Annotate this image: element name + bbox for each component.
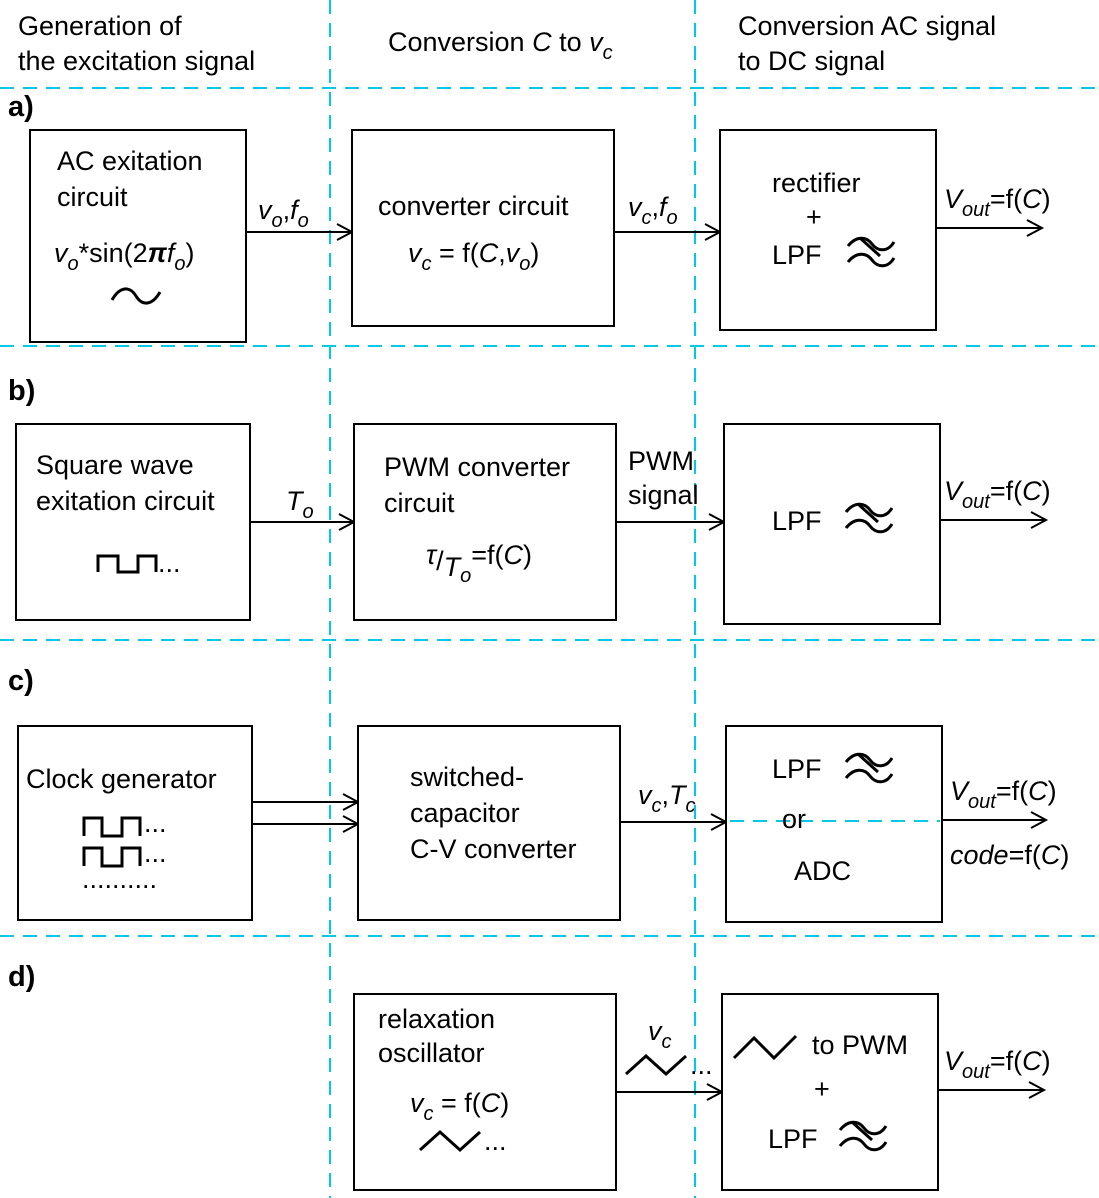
col1-header-line1: Generation of <box>18 11 182 41</box>
converter-circuit-box <box>351 129 615 327</box>
clock-generator-label: Clock generator <box>26 764 217 794</box>
switched-capacitor-line3: C-V converter <box>410 834 577 864</box>
lowpass-filter-icon <box>838 1120 888 1152</box>
to-pwm-label: to PWM <box>812 1030 908 1060</box>
square-wave-line2: exitation circuit <box>36 486 215 516</box>
to-pwm-lpf-box <box>721 993 939 1191</box>
clock-generator-box <box>17 725 253 921</box>
section-label-a: a) <box>8 91 34 123</box>
relaxation-line2: oscillator <box>378 1038 485 1068</box>
pwm-converter-line2: circuit <box>384 488 455 518</box>
relaxation-line1: relaxation <box>378 1004 495 1034</box>
triangle-wave-ellipsis: ... <box>484 1126 507 1156</box>
clock-phase2-ellipsis: ... <box>144 838 167 868</box>
clock-more-phases-dots: .......... <box>82 864 157 894</box>
rectifier-label: rectifier <box>772 168 861 198</box>
ac-excitation-box <box>29 129 247 343</box>
output-label-c: Vout=f(C) <box>950 776 1057 813</box>
row-b: Square wave exitation circuit ... To PWM… <box>15 423 1051 625</box>
clock-phase1-icon <box>82 816 142 838</box>
ac-excitation-formula: vo*sin(2πfo) <box>54 238 195 275</box>
arrow-d2-ellipsis: ... <box>690 1050 713 1080</box>
lpf-label-d: LPF <box>768 1124 818 1154</box>
row-a: AC exitation circuit vo*sin(2πfo) vo,fo … <box>29 129 1051 343</box>
triangle-wave-icon <box>732 1034 798 1061</box>
output-arrow-b-head <box>1030 511 1049 529</box>
output-arrow-d-head <box>1028 1081 1047 1099</box>
lpf-adc-box <box>725 725 943 923</box>
adc-label-c: ADC <box>794 856 851 886</box>
converter-circuit-formula: vc = f(C,vo) <box>408 238 539 275</box>
arrow-a2-label: vc,fo <box>628 192 678 229</box>
arrow-d2-label: vc <box>648 1016 672 1053</box>
column-headers: Generation of the excitation signal Conv… <box>18 11 996 76</box>
lowpass-filter-icon <box>844 502 894 534</box>
switched-capacitor-line1: switched- <box>410 762 524 792</box>
section-label-d: d) <box>8 961 35 993</box>
pwm-signal-line1: PWM <box>628 446 694 476</box>
square-wave-line1: Square wave <box>36 450 194 480</box>
arrow-c2-label: vc,Tc <box>638 780 696 817</box>
rectifier-lpf-label: LPF <box>772 240 822 270</box>
ac-excitation-line1: AC exitation <box>57 146 203 176</box>
triangle-wave-icon <box>418 1129 482 1153</box>
col3-header-line1: Conversion AC signal <box>738 11 996 41</box>
switched-capacitor-box <box>357 725 621 921</box>
to-pwm-plus: + <box>814 1074 830 1104</box>
clock-phase2-icon <box>82 846 142 868</box>
switched-capacitor-line2: capacitor <box>410 798 520 828</box>
rectifier-plus: + <box>806 202 822 232</box>
section-label-c: c) <box>8 665 34 697</box>
pwm-signal-line2: signal <box>628 480 699 510</box>
col1-header-line2: the excitation signal <box>18 46 255 76</box>
code-output-label-c: code=f(C) <box>950 840 1069 870</box>
output-label-b: Vout=f(C) <box>944 476 1051 513</box>
square-wave-icon <box>96 554 158 574</box>
section-label-b: b) <box>8 375 35 407</box>
square-wave-excitation-box <box>15 423 251 621</box>
col2-header: Conversion C to vc <box>388 27 613 64</box>
lpf-box-b <box>723 423 941 625</box>
square-wave-ellipsis: ... <box>158 548 181 578</box>
clock-phase1-ellipsis: ... <box>144 808 167 838</box>
sine-wave-icon <box>110 287 162 305</box>
ac-excitation-line2: circuit <box>57 182 128 212</box>
lpf-label-b: LPF <box>772 506 822 536</box>
pwm-converter-formula: τ/To=f(C) <box>426 540 532 587</box>
row-c: Clock generator ... ... .......... switc… <box>17 725 1069 923</box>
rectifier-lpf-box <box>719 129 937 331</box>
lowpass-filter-icon <box>844 752 894 784</box>
relaxation-formula: vc = f(C) <box>410 1088 509 1125</box>
triangle-wave-icon <box>624 1053 688 1077</box>
lpf-label-c: LPF <box>772 754 822 784</box>
col3-header-line2: to DC signal <box>738 46 885 76</box>
row-d: relaxation oscillator vc = f(C) ... vc .… <box>353 993 1051 1191</box>
relaxation-oscillator-box <box>353 993 617 1191</box>
lowpass-filter-icon <box>846 236 896 268</box>
or-label-c: or <box>782 804 806 834</box>
arrow-b1-label: To <box>286 486 314 523</box>
output-arrow-a-head <box>1026 219 1045 237</box>
output-label-d: Vout=f(C) <box>944 1046 1051 1083</box>
output-label-a: Vout=f(C) <box>944 184 1051 221</box>
pwm-converter-line1: PWM converter <box>384 452 570 482</box>
converter-circuit-label: converter circuit <box>378 191 569 221</box>
output-arrow-c-head <box>1030 811 1049 829</box>
arrow-a1-label: vo,fo <box>258 195 309 232</box>
